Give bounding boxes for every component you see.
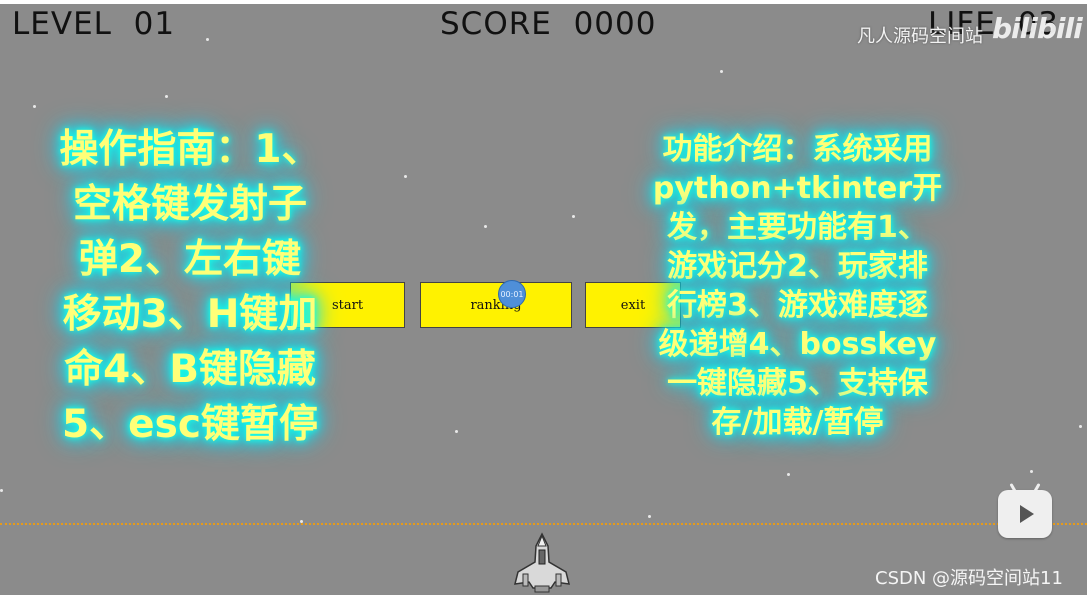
star xyxy=(484,225,487,228)
play-icon xyxy=(1020,505,1034,523)
play-button[interactable] xyxy=(998,482,1052,538)
star xyxy=(206,38,209,41)
level-value: 01 xyxy=(133,6,176,42)
channel-watermark: 凡人源码空间站 xyxy=(857,26,983,47)
star xyxy=(300,520,303,523)
csdn-watermark: CSDN @源码空间站11 xyxy=(875,568,1063,589)
star xyxy=(1079,425,1082,428)
timer-badge: 00:01 xyxy=(498,280,526,308)
star xyxy=(404,175,407,178)
top-border xyxy=(0,0,1087,4)
star xyxy=(648,515,651,518)
score-display: SCORE 0000 xyxy=(440,6,656,42)
boundary-line xyxy=(0,523,1087,525)
ranking-button[interactable]: ranking xyxy=(420,282,572,328)
star xyxy=(1030,470,1033,473)
features-intro-text: 功能介绍：系统采用 python+tkinter开 发，主要功能有1、 游戏记分… xyxy=(652,132,943,440)
level-label: LEVEL xyxy=(12,6,112,42)
tv-ear-left xyxy=(1009,482,1018,495)
start-button[interactable]: start xyxy=(290,282,405,328)
score-label: SCORE xyxy=(440,6,552,42)
star xyxy=(720,70,723,73)
star xyxy=(572,215,575,218)
bilibili-logo: bilibili xyxy=(992,12,1083,45)
score-value: 0000 xyxy=(573,6,657,42)
exit-button[interactable]: exit xyxy=(585,282,681,328)
spaceship-icon xyxy=(514,532,570,593)
star xyxy=(165,95,168,98)
level-display: LEVEL 01 xyxy=(12,6,175,42)
life-value: 03 xyxy=(1017,6,1060,42)
star xyxy=(33,105,36,108)
star xyxy=(455,430,458,433)
tv-ear-right xyxy=(1032,482,1041,495)
star xyxy=(787,473,790,476)
life-label: LIFE xyxy=(928,6,996,42)
controls-guide-text: 操作指南：1、 空格键发射子 弹2、左右键 移动3、H键加 命4、B键隐藏 5、… xyxy=(59,127,321,447)
life-display: LIFE 03 xyxy=(928,6,1059,42)
star xyxy=(0,489,3,492)
